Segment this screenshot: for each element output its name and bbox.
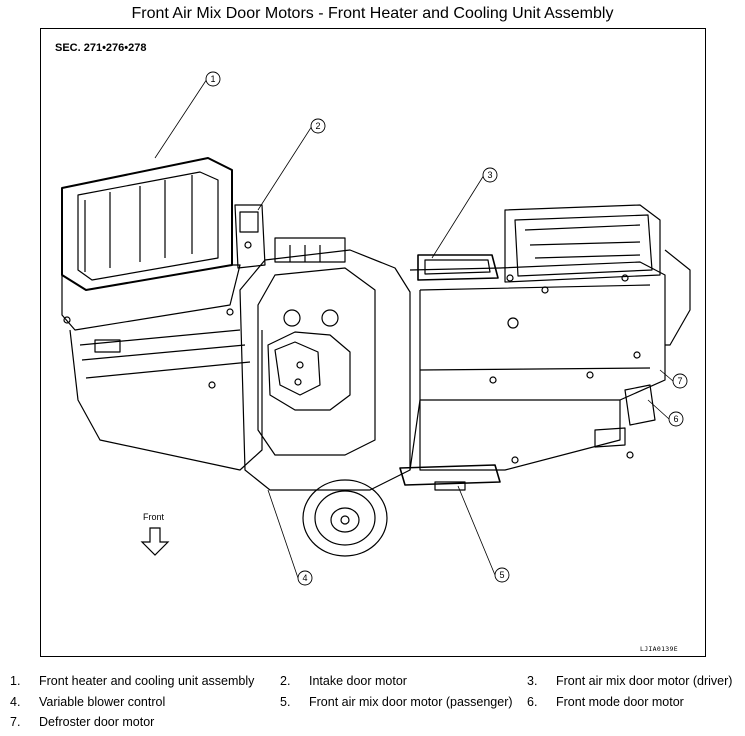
blower-housing [239, 237, 411, 491]
legend-num: 3. [527, 674, 538, 688]
mode-door-motor [594, 384, 656, 448]
variable-blower-control [302, 479, 388, 557]
legend: 1. Front heater and cooling unit assembl… [0, 672, 745, 736]
callout-circle-3 [482, 167, 498, 183]
down-arrow-icon [140, 527, 170, 556]
legend-num: 1. [10, 674, 21, 688]
callout-3: 3 [487, 170, 492, 180]
air-mix-door-motor-driver [417, 254, 499, 281]
legend-text: Front air mix door motor (driver) [556, 674, 733, 688]
image-code: LJIA0139E [640, 645, 678, 653]
legend-num: 2. [280, 674, 291, 688]
front-direction-indicator: Front [140, 512, 170, 556]
legend-num: 6. [527, 695, 538, 709]
callout-7: 7 [677, 376, 682, 386]
legend-text: Defroster door motor [39, 715, 155, 729]
front-label: Front [143, 512, 165, 522]
callout-1: 1 [210, 74, 215, 84]
legend-text: Variable blower control [39, 695, 166, 709]
legend-num: 4. [10, 695, 21, 709]
callouts: 1 2 3 4 5 6 7 [205, 71, 688, 586]
legend-num: 7. [10, 715, 21, 729]
legend-text: Intake door motor [309, 674, 407, 688]
legend-text: Front mode door motor [556, 695, 684, 709]
diagram-frame [40, 28, 706, 657]
callout-5: 5 [499, 570, 504, 580]
callout-circle-1 [205, 71, 221, 87]
callout-6: 6 [673, 414, 678, 424]
callout-4: 4 [302, 573, 307, 583]
callout-circle-5 [494, 567, 510, 583]
air-mix-door-motor-passenger [399, 464, 501, 491]
callout-circle-7 [672, 373, 688, 389]
legend-num: 5. [280, 695, 291, 709]
page-title: Front Air Mix Door Motors - Front Heater… [131, 5, 614, 22]
callout-circle-4 [297, 570, 313, 586]
section-reference: SEC. 271•276•278 [55, 42, 147, 54]
callout-circle-2 [310, 118, 326, 134]
legend-text: Front air mix door motor (passenger) [309, 695, 513, 709]
legend-text: Front heater and cooling unit assembly [39, 674, 255, 688]
heater-cooling-unit-box [61, 157, 263, 471]
evaporator-housing [409, 204, 666, 471]
intake-door-motor [234, 204, 266, 269]
defroster-door-motor [664, 249, 691, 346]
leader-lines [154, 78, 674, 579]
callout-2: 2 [315, 121, 320, 131]
callout-circle-6 [668, 411, 684, 427]
